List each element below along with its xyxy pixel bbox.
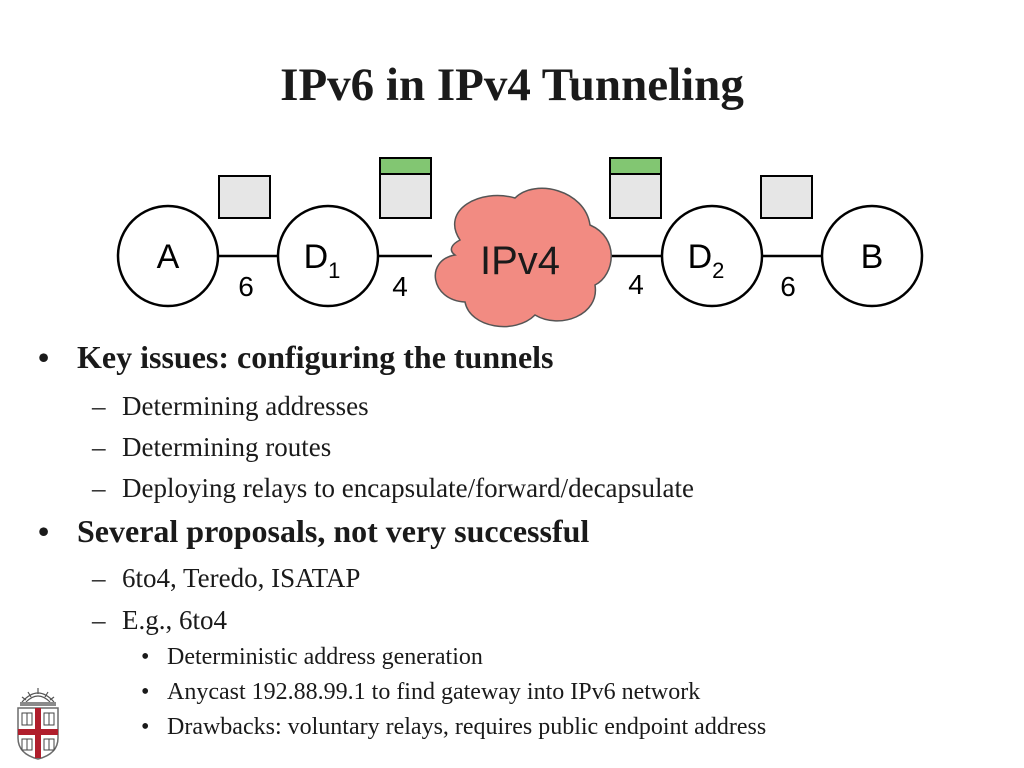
link-label-d1-cloud: 4 [392, 271, 408, 302]
sub-bullet-item: Determining routes [122, 432, 332, 462]
dash-marker: – [92, 563, 106, 593]
tunnel-diagram: IPv4 A D1 D2 B 6 4 4 6 [116, 157, 924, 328]
dash-marker: – [92, 432, 106, 462]
node-d2-label: D2 [688, 238, 725, 283]
encapsulated-packet [609, 157, 662, 219]
encapsulated-packet [379, 157, 432, 219]
ipv4-header [379, 157, 432, 175]
sub-sub-bullet-item: Anycast 192.88.99.1 to find gateway into… [167, 679, 701, 705]
sub-bullet-item: Determining addresses [122, 391, 369, 421]
sub-bullet-item: E.g., 6to4 [122, 605, 227, 635]
dash-marker: – [92, 605, 106, 635]
ipv4-cloud: IPv4 [434, 187, 612, 328]
bullet-item: Several proposals, not very successful [77, 513, 590, 549]
cloud-label: IPv4 [480, 239, 560, 283]
bullet-marker: • [141, 644, 150, 670]
ipv4-header [609, 157, 662, 175]
bullet-marker: • [38, 513, 50, 549]
dash-marker: – [92, 391, 106, 421]
link-label-cloud-d2: 4 [628, 269, 644, 300]
node-d1-label: D1 [304, 238, 341, 283]
bullet-item: Key issues: configuring the tunnels [77, 339, 554, 375]
link-label-a-d1: 6 [238, 271, 254, 302]
university-crest-logo [17, 688, 59, 760]
sub-bullet-item: Deploying relays to encapsulate/forward/… [122, 473, 695, 503]
node-d2-subscript: 2 [712, 258, 724, 283]
node-b: B [820, 204, 924, 308]
node-a-label: A [157, 238, 180, 276]
ipv6-packet [218, 175, 271, 219]
link-label-d2-b: 6 [780, 271, 796, 302]
node-d1-subscript: 1 [328, 258, 340, 283]
node-d1: D1 [276, 204, 380, 308]
node-b-label: B [861, 238, 884, 276]
sub-sub-bullet-item: Deterministic address generation [167, 644, 483, 670]
dash-marker: – [92, 473, 106, 503]
bullet-marker: • [141, 714, 150, 740]
slide-title: IPv6 in IPv4 Tunneling [280, 59, 744, 111]
node-a: A [116, 204, 220, 308]
sub-sub-bullet-item: Drawbacks: voluntary relays, requires pu… [167, 714, 767, 740]
sub-bullet-item: 6to4, Teredo, ISATAP [122, 563, 361, 593]
node-d2: D2 [660, 204, 764, 308]
ipv6-packet [760, 175, 813, 219]
bullet-marker: • [38, 339, 50, 375]
bullet-marker: • [141, 679, 150, 705]
